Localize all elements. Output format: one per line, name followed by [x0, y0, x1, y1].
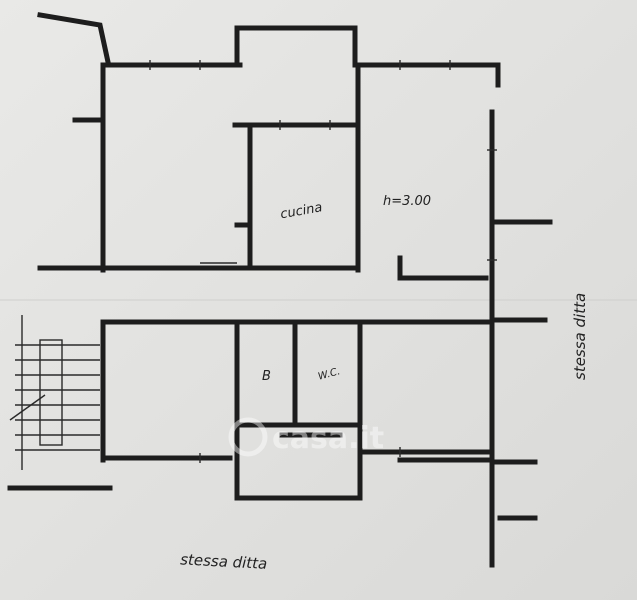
walls	[7, 12, 553, 568]
neighbor-label-right: stessa ditta	[571, 293, 589, 380]
room-label-kitchen: cucina	[279, 200, 323, 222]
room-label-bathroom: B	[262, 369, 271, 384]
room-height-note: h=3.00	[383, 194, 431, 209]
neighbor-label-bottom: stessa ditta	[180, 550, 268, 573]
watermark: casa.it	[228, 417, 384, 457]
staircase	[9, 315, 100, 470]
watermark-text: casa.it	[272, 421, 384, 456]
window-marks	[149, 60, 497, 463]
